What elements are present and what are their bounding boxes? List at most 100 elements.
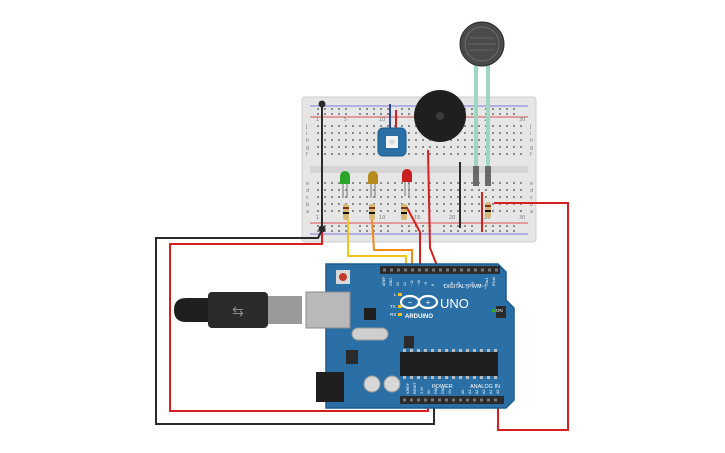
resistor-3[interactable]: [401, 204, 407, 220]
digital-header-hole[interactable]: [474, 268, 477, 272]
breadboard-hole[interactable]: [492, 108, 494, 110]
breadboard-hole[interactable]: [499, 125, 501, 127]
digital-header-hole[interactable]: [432, 268, 435, 272]
breadboard-hole[interactable]: [457, 230, 459, 232]
breadboard-hole[interactable]: [513, 146, 515, 148]
breadboard-hole[interactable]: [359, 132, 361, 134]
breadboard-hole[interactable]: [331, 146, 333, 148]
breadboard-hole[interactable]: [345, 146, 347, 148]
breadboard-hole[interactable]: [478, 132, 480, 134]
breadboard-hole[interactable]: [366, 196, 368, 198]
breadboard-hole[interactable]: [464, 196, 466, 198]
resistor-fsr[interactable]: [485, 202, 491, 218]
digital-header-hole[interactable]: [488, 268, 491, 272]
wire-yellow-led-orange[interactable]: [371, 219, 413, 268]
breadboard-hole[interactable]: [359, 182, 361, 184]
breadboard-hole[interactable]: [499, 146, 501, 148]
breadboard-hole[interactable]: [324, 125, 326, 127]
breadboard-hole[interactable]: [422, 189, 424, 191]
breadboard-hole[interactable]: [464, 153, 466, 155]
breadboard-hole[interactable]: [457, 210, 459, 212]
breadboard-hole[interactable]: [317, 113, 319, 115]
breadboard-hole[interactable]: [345, 132, 347, 134]
breadboard-hole[interactable]: [338, 132, 340, 134]
power-header-hole[interactable]: [410, 398, 413, 402]
breadboard-hole[interactable]: [478, 125, 480, 127]
digital-header-hole[interactable]: [418, 268, 421, 272]
breadboard-hole[interactable]: [415, 203, 417, 205]
breadboard-hole[interactable]: [513, 189, 515, 191]
wire-buzzer-red[interactable]: [427, 149, 439, 269]
breadboard-hole[interactable]: [429, 146, 431, 148]
power-header-hole[interactable]: [459, 398, 462, 402]
breadboard-hole[interactable]: [520, 196, 522, 198]
power-header-hole[interactable]: [417, 398, 420, 402]
breadboard-hole[interactable]: [331, 113, 333, 115]
breadboard-hole[interactable]: [352, 210, 354, 212]
breadboard-hole[interactable]: [436, 189, 438, 191]
breadboard-hole[interactable]: [359, 203, 361, 205]
power-header-hole[interactable]: [403, 398, 406, 402]
power-header-hole[interactable]: [494, 398, 497, 402]
breadboard-hole[interactable]: [471, 146, 473, 148]
breadboard-hole[interactable]: [506, 132, 508, 134]
power-header-hole[interactable]: [487, 398, 490, 402]
breadboard-hole[interactable]: [499, 153, 501, 155]
breadboard-hole[interactable]: [513, 125, 515, 127]
breadboard-hole[interactable]: [338, 196, 340, 198]
breadboard-hole[interactable]: [450, 182, 452, 184]
breadboard-hole[interactable]: [359, 108, 361, 110]
breadboard-hole[interactable]: [429, 189, 431, 191]
breadboard-hole[interactable]: [436, 146, 438, 148]
breadboard-hole[interactable]: [513, 113, 515, 115]
breadboard-hole[interactable]: [331, 108, 333, 110]
breadboard-hole[interactable]: [471, 113, 473, 115]
breadboard-hole[interactable]: [415, 139, 417, 141]
breadboard-hole[interactable]: [352, 203, 354, 205]
breadboard-hole[interactable]: [338, 113, 340, 115]
breadboard-hole[interactable]: [401, 125, 403, 127]
breadboard-hole[interactable]: [415, 210, 417, 212]
wire-5v-red[interactable]: [169, 232, 429, 412]
wire-a0-red[interactable]: [494, 202, 569, 431]
force-sensor[interactable]: [459, 21, 505, 186]
breadboard-hole[interactable]: [380, 108, 382, 110]
breadboard-hole[interactable]: [324, 230, 326, 232]
breadboard-hole[interactable]: [415, 132, 417, 134]
breadboard-hole[interactable]: [450, 139, 452, 141]
breadboard-hole[interactable]: [415, 146, 417, 148]
breadboard-hole[interactable]: [506, 196, 508, 198]
resistor-1[interactable]: [343, 204, 349, 220]
breadboard-hole[interactable]: [520, 153, 522, 155]
breadboard-hole[interactable]: [352, 182, 354, 184]
breadboard-hole[interactable]: [492, 113, 494, 115]
breadboard-hole[interactable]: [436, 203, 438, 205]
breadboard-hole[interactable]: [443, 189, 445, 191]
breadboard-hole[interactable]: [408, 132, 410, 134]
breadboard-hole[interactable]: [464, 230, 466, 232]
breadboard-hole[interactable]: [506, 182, 508, 184]
digital-header-hole[interactable]: [411, 268, 414, 272]
breadboard-hole[interactable]: [499, 196, 501, 198]
breadboard-hole[interactable]: [408, 230, 410, 232]
breadboard-hole[interactable]: [387, 210, 389, 212]
breadboard-hole[interactable]: [387, 225, 389, 227]
breadboard-hole[interactable]: [485, 189, 487, 191]
breadboard-hole[interactable]: [492, 132, 494, 134]
breadboard-hole[interactable]: [450, 210, 452, 212]
breadboard-hole[interactable]: [345, 108, 347, 110]
breadboard-hole[interactable]: [366, 203, 368, 205]
breadboard-hole[interactable]: [387, 108, 389, 110]
breadboard-hole[interactable]: [464, 182, 466, 184]
breadboard-hole[interactable]: [324, 113, 326, 115]
breadboard-hole[interactable]: [457, 225, 459, 227]
breadboard-hole[interactable]: [499, 113, 501, 115]
breadboard-hole[interactable]: [499, 132, 501, 134]
breadboard-hole[interactable]: [352, 139, 354, 141]
breadboard-hole[interactable]: [513, 132, 515, 134]
breadboard-hole[interactable]: [345, 196, 347, 198]
breadboard-hole[interactable]: [422, 146, 424, 148]
breadboard-hole[interactable]: [450, 230, 452, 232]
reset-button-cap[interactable]: [339, 273, 347, 281]
breadboard-hole[interactable]: [331, 189, 333, 191]
